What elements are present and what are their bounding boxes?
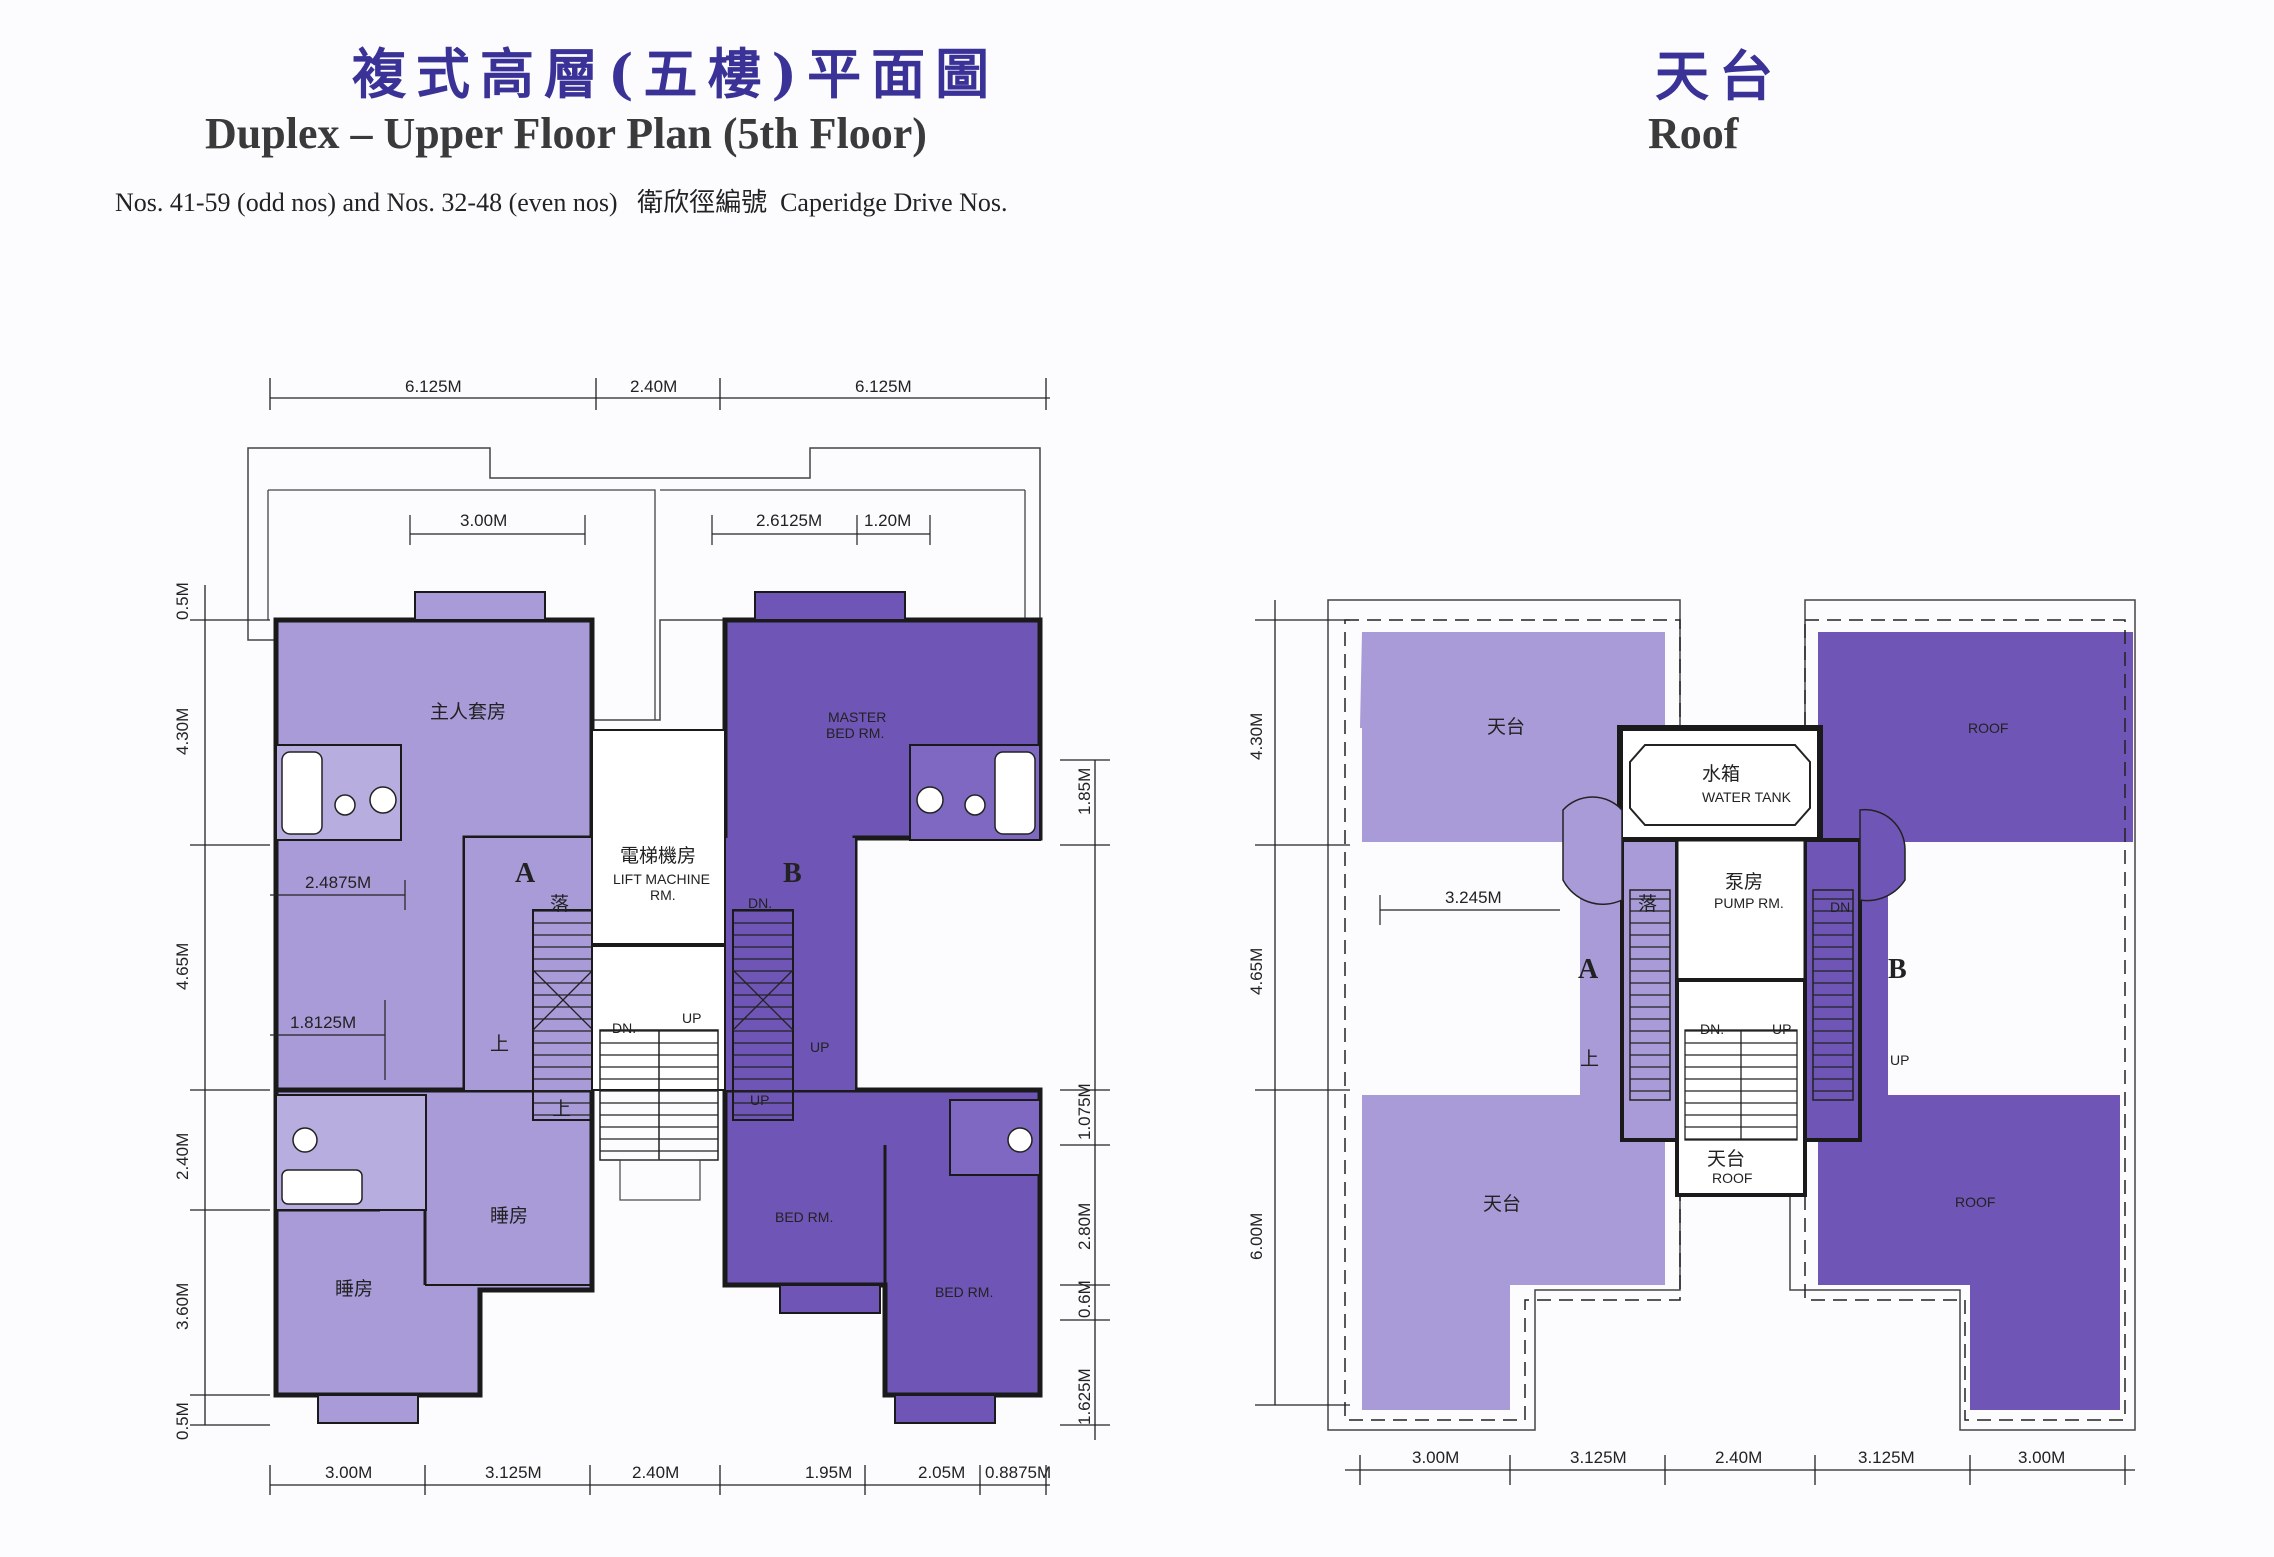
roof-title-cn: 天台 bbox=[1655, 44, 1783, 108]
core-stairs-dn: DN. bbox=[612, 1020, 636, 1036]
dim-bottom-4: 1.95M bbox=[805, 1463, 852, 1482]
roof-core-en: ROOF bbox=[1712, 1170, 1752, 1186]
roof-core-dn: DN. bbox=[1700, 1021, 1724, 1037]
roof-stairs-a-up: 上 bbox=[1580, 1048, 1599, 1070]
roof-title-en: Roof bbox=[1648, 109, 1739, 158]
roof-plan: 4.30M 4.65M 6.00M 3.245M 3.00M 3.125M 2.… bbox=[1247, 599, 2136, 1485]
water-tank-cn: 水箱 bbox=[1702, 763, 1740, 785]
stairs-b-up-2: UP bbox=[750, 1092, 769, 1108]
lift-room-cn: 電梯機房 bbox=[620, 845, 696, 867]
upper-floor-plan: 6.125M 2.40M 6.125M 3.00M 2.6125M 1.20M bbox=[173, 377, 1110, 1495]
dim-top-2: 2.40M bbox=[630, 377, 677, 396]
dim-left-6: 0.5M bbox=[173, 1402, 192, 1440]
dim-right-2: 1.075M bbox=[1075, 1083, 1094, 1140]
roof-a-lower-label: 天台 bbox=[1483, 1193, 1521, 1215]
dim-line-top bbox=[269, 378, 1050, 410]
master-bedroom-a-label: 主人套房 bbox=[430, 701, 506, 723]
address-subtitle: Nos. 41-59 (odd nos) and Nos. 32-48 (eve… bbox=[115, 188, 1008, 217]
dim-bottom-5: 2.05M bbox=[918, 1463, 965, 1482]
lift-room-en-2: RM. bbox=[650, 887, 676, 903]
central-core bbox=[591, 729, 726, 1201]
dim-inner-1: 2.4875M bbox=[305, 873, 371, 892]
dim-left-5: 3.60M bbox=[173, 1283, 192, 1330]
unit-b-label: B bbox=[783, 858, 802, 889]
roof-b-upper-label: ROOF bbox=[1968, 720, 2008, 736]
stairs-a-up: 上 bbox=[490, 1033, 509, 1055]
roof-core-up: UP bbox=[1772, 1021, 1791, 1037]
bedroom-b2-label: BED RM. bbox=[935, 1284, 993, 1300]
water-tank-en: WATER TANK bbox=[1702, 789, 1792, 805]
dim-left-4: 2.40M bbox=[173, 1133, 192, 1180]
dim-right-4: 0.6M bbox=[1075, 1280, 1094, 1318]
core-stairs-up: UP bbox=[682, 1010, 701, 1026]
dim-bottom-2: 3.125M bbox=[485, 1463, 542, 1482]
stairs-b-dn: DN. bbox=[748, 895, 772, 911]
unit-b-upper bbox=[722, 591, 1043, 1424]
master-bedroom-b-label-1: MASTER bbox=[828, 709, 886, 725]
unit-a-label: A bbox=[515, 858, 536, 889]
roof-core bbox=[1562, 725, 1906, 1197]
lift-room-en-1: LIFT MACHINE bbox=[613, 871, 710, 887]
roof-dim-left-3: 6.00M bbox=[1247, 1213, 1266, 1260]
stairs-a-up-2: 上 bbox=[552, 1098, 571, 1120]
roof-dim-left-1: 4.30M bbox=[1247, 713, 1266, 760]
roof-dim-left-2: 4.65M bbox=[1247, 948, 1266, 995]
stairs-b-up: UP bbox=[810, 1039, 829, 1055]
dim-top-1: 6.125M bbox=[405, 377, 462, 396]
dim-inner-2: 1.8125M bbox=[290, 1013, 356, 1032]
roof-dim-bottom-5: 3.00M bbox=[2018, 1448, 2065, 1467]
upper-floor-title-en: Duplex – Upper Floor Plan (5th Floor) bbox=[205, 109, 927, 158]
roof-b-lower-label: ROOF bbox=[1955, 1194, 1995, 1210]
roof-dim-bottom-1: 3.00M bbox=[1412, 1448, 1459, 1467]
unit-a-upper bbox=[273, 591, 595, 1424]
dim-left-1: 0.5M bbox=[173, 582, 192, 620]
upper-floor-title-cn: 複式高層(五樓)平面圖 bbox=[352, 42, 1000, 106]
dim-balcony-b2: 1.20M bbox=[864, 511, 911, 530]
pump-room-cn: 泵房 bbox=[1725, 871, 1763, 893]
roof-core-cn: 天台 bbox=[1707, 1148, 1745, 1170]
roof-a-upper-label: 天台 bbox=[1487, 716, 1525, 738]
dim-bottom-3: 2.40M bbox=[632, 1463, 679, 1482]
dim-balcony-b1: 2.6125M bbox=[756, 511, 822, 530]
roof-dim-bottom-2: 3.125M bbox=[1570, 1448, 1627, 1467]
roof-stairs-b-up: UP bbox=[1890, 1052, 1909, 1068]
master-bedroom-b-label-2: BED RM. bbox=[826, 725, 884, 741]
roof-unit-a-label: A bbox=[1578, 954, 1599, 985]
roof-stairs-a-down: 落 bbox=[1638, 893, 1657, 915]
pump-room-en: PUMP RM. bbox=[1714, 895, 1784, 911]
roof-dim-bottom-4: 3.125M bbox=[1858, 1448, 1915, 1467]
dim-bottom-1: 3.00M bbox=[325, 1463, 372, 1482]
bedroom-b1-label: BED RM. bbox=[775, 1209, 833, 1225]
dim-right-5: 1.625M bbox=[1075, 1368, 1094, 1425]
dim-left-2: 4.30M bbox=[173, 708, 192, 755]
dim-right-1: 1.85M bbox=[1075, 768, 1094, 815]
dim-top-3: 6.125M bbox=[855, 377, 912, 396]
dim-bottom-6: 0.8875M bbox=[985, 1463, 1051, 1482]
roof-stairs-b-dn: DN. bbox=[1830, 899, 1854, 915]
dim-balcony-a: 3.00M bbox=[460, 511, 507, 530]
bedroom-a1-label: 睡房 bbox=[490, 1205, 528, 1227]
stairs-a-down: 落 bbox=[550, 893, 569, 915]
roof-unit-b-label: B bbox=[1888, 954, 1907, 985]
dim-left-3: 4.65M bbox=[173, 943, 192, 990]
bedroom-a2-label: 睡房 bbox=[335, 1278, 373, 1300]
dim-right-3: 2.80M bbox=[1075, 1203, 1094, 1250]
roof-dim-bottom-3: 2.40M bbox=[1715, 1448, 1762, 1467]
roof-dim-inner: 3.245M bbox=[1445, 888, 1502, 907]
